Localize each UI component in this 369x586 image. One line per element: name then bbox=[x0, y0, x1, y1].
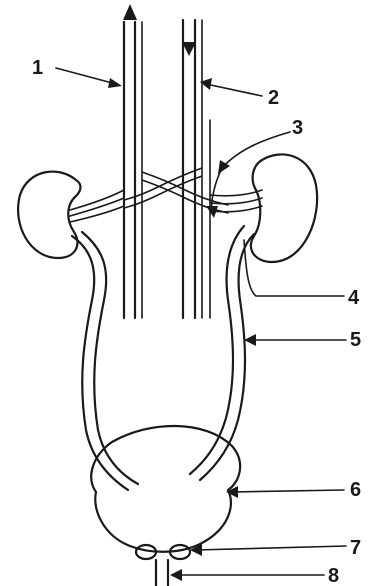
label-4: 4 bbox=[348, 287, 360, 309]
leader-4 bbox=[244, 240, 344, 296]
label-5: 5 bbox=[350, 329, 361, 351]
bladder bbox=[91, 426, 240, 552]
label-3: 3 bbox=[292, 117, 303, 139]
label-1: 1 bbox=[32, 57, 43, 79]
leader-5 bbox=[244, 334, 346, 346]
vessel-1 bbox=[123, 4, 142, 318]
up-arrow-icon bbox=[123, 4, 137, 20]
label-7: 7 bbox=[350, 537, 361, 559]
label-6: 6 bbox=[350, 479, 361, 501]
label-2: 2 bbox=[268, 87, 279, 109]
right-kidney bbox=[251, 154, 317, 262]
label-8: 8 bbox=[328, 565, 339, 586]
leader-3 bbox=[206, 132, 290, 218]
leader-2 bbox=[200, 78, 262, 96]
leader-8 bbox=[170, 569, 324, 581]
left-kidney bbox=[18, 172, 80, 258]
leader-7 bbox=[190, 544, 346, 556]
leader-1 bbox=[56, 68, 122, 88]
renal-vessels bbox=[70, 168, 262, 222]
leader-6 bbox=[226, 486, 344, 498]
vessel-2 bbox=[182, 20, 210, 318]
